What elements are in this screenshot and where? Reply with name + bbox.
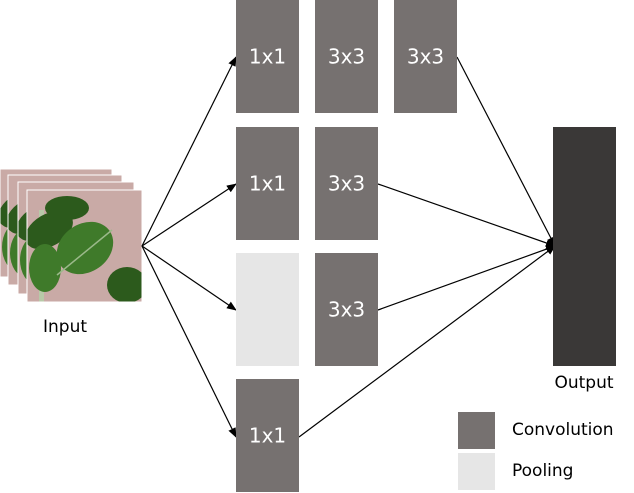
branch-3-block-2: 3x3 [315,253,378,366]
output-arrow-1 [456,56,556,247]
convolution-block [236,0,299,113]
output-arrow-2 [377,183,556,247]
block-label: 3x3 [328,45,365,69]
convolution-block [394,0,457,113]
block-label: 3x3 [328,298,365,322]
output-arrow-3 [377,245,556,311]
input-arrow-1 [141,56,237,247]
convolution-block [236,127,299,240]
branch-3-block-1 [236,253,299,366]
arrows [141,56,556,438]
output-block [553,127,616,366]
branch-2-block-1: 1x1 [236,127,299,240]
input-photo-4 [26,189,143,303]
branch-2-block-2: 3x3 [315,127,378,240]
legend-label-pooling: Pooling [512,461,573,481]
input-arrow-4 [141,245,237,438]
input-label: Input [43,317,87,337]
legend-swatch-convolution [458,412,495,449]
block-label: 1x1 [249,424,286,448]
input-arrow-3 [141,245,237,311]
block-label: 3x3 [407,45,444,69]
branch-1-block-1: 1x1 [236,0,299,113]
legend-swatch-pooling [458,453,495,490]
legend-label-convolution: Convolution [512,420,614,440]
output-label: Output [554,373,613,393]
block-label: 3x3 [328,172,365,196]
convolution-block [315,127,378,240]
convolution-block [315,0,378,113]
branch-blocks: 1x1 3x3 3x3 1x1 3x3 3x3 1x1 [236,0,457,492]
convolution-block [315,253,378,366]
branch-1-block-3: 3x3 [394,0,457,113]
block-label: 1x1 [249,172,286,196]
branch-4-block-1: 1x1 [236,379,299,492]
block-label: 1x1 [249,45,286,69]
branch-1-block-2: 3x3 [315,0,378,113]
input-arrow-2 [141,183,237,247]
convolution-block [236,379,299,492]
legend-item-pooling: Pooling [458,453,573,490]
output-arrow-4 [298,245,556,438]
pooling-block [236,253,299,366]
input-image-stack [0,168,143,303]
legend-item-convolution: Convolution [458,412,614,449]
